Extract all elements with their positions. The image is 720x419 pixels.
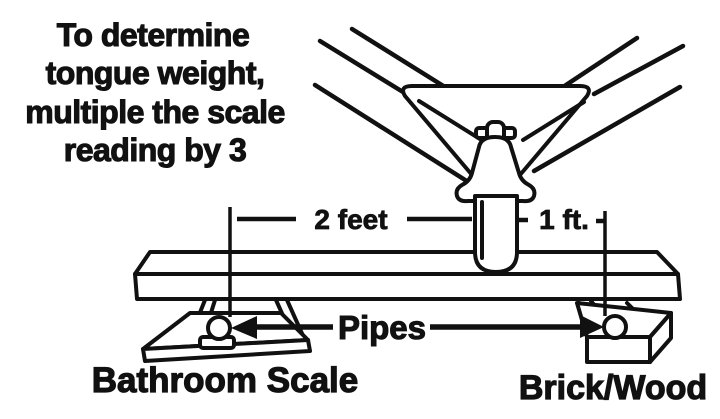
beam (133, 250, 682, 301)
coupler-bell (454, 135, 537, 204)
left-pipe (206, 315, 232, 341)
instruction-line-3: multiple the scale (25, 94, 285, 130)
dimension-right-label: 1 ft. (539, 204, 589, 235)
dimension-annotations: 2 feet 1 ft. (228, 204, 607, 317)
right-lower-rail-line (531, 84, 683, 174)
scale-front-face (141, 338, 312, 363)
instruction-line-1: To determine (57, 17, 250, 53)
coupler (454, 120, 537, 274)
right-rail-top-line (560, 35, 640, 90)
brick-right-face (648, 311, 673, 364)
left-lower-rail-line (312, 82, 476, 188)
brick-front-face (585, 335, 652, 364)
left-arrow-head-icon (231, 316, 257, 339)
beam-front-face (133, 272, 682, 301)
instruction-line-4: reading by 3 (64, 132, 247, 168)
brick-wood-label: Brick/Wood (519, 369, 707, 407)
pipes-label: Pipes (338, 309, 426, 346)
beam-top-face (133, 250, 680, 276)
instruction-text: To determine tongue weight, multiple the… (25, 16, 286, 168)
plate-inner-left-line (417, 99, 482, 141)
left-rail-bottom-line (317, 38, 406, 95)
pipes-callout: Pipes (231, 308, 604, 347)
bathroom-scale-label: Bathroom Scale (92, 361, 358, 400)
plate-inner-right-line (521, 100, 586, 142)
dimension-left-label: 2 feet (314, 204, 387, 235)
coupler-tube (473, 194, 519, 274)
bathroom-scale (141, 298, 312, 363)
right-pipe (602, 314, 628, 340)
right-rail-bottom-line (591, 43, 686, 97)
right-arrow-head-icon (580, 315, 604, 338)
instruction-line-2: tongue weight, (46, 55, 265, 91)
trailer-frame-rails (312, 26, 686, 188)
left-rail-top-line (349, 26, 448, 90)
